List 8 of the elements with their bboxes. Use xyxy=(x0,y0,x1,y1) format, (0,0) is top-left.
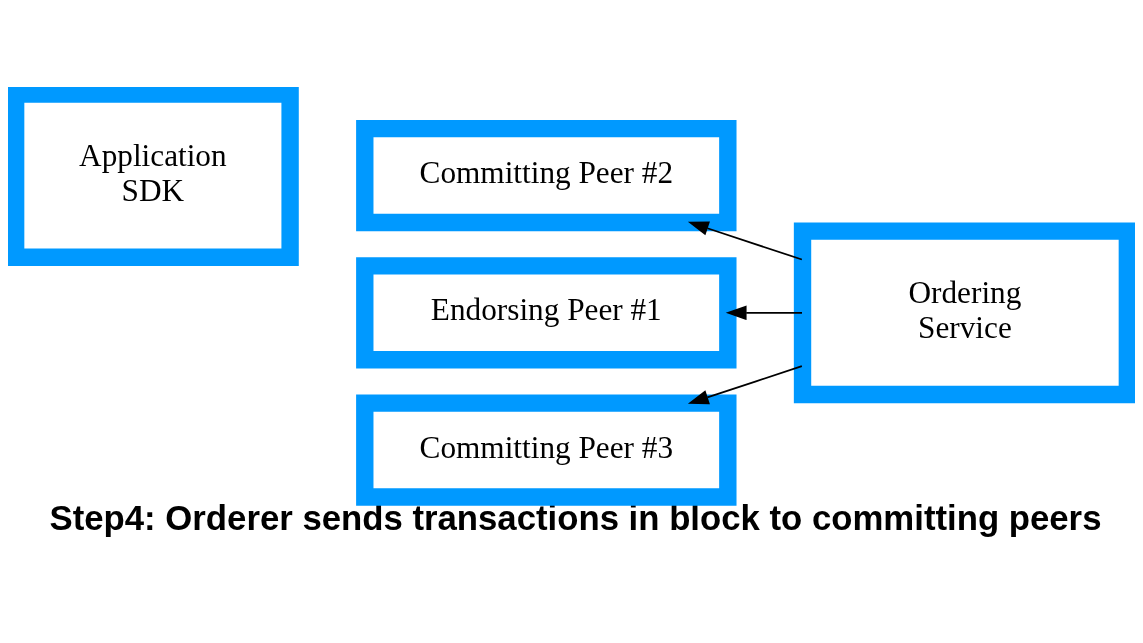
arrow xyxy=(687,221,803,261)
node-box: Ordering Service xyxy=(793,222,1135,404)
node-box: Application SDK xyxy=(8,87,299,266)
node-box: Endorsing Peer #1 xyxy=(356,257,737,369)
node-box: Committing Peer #3 xyxy=(356,394,737,506)
node-box: Committing Peer #2 xyxy=(356,120,737,232)
arrow xyxy=(687,365,803,405)
arrow xyxy=(725,305,803,321)
